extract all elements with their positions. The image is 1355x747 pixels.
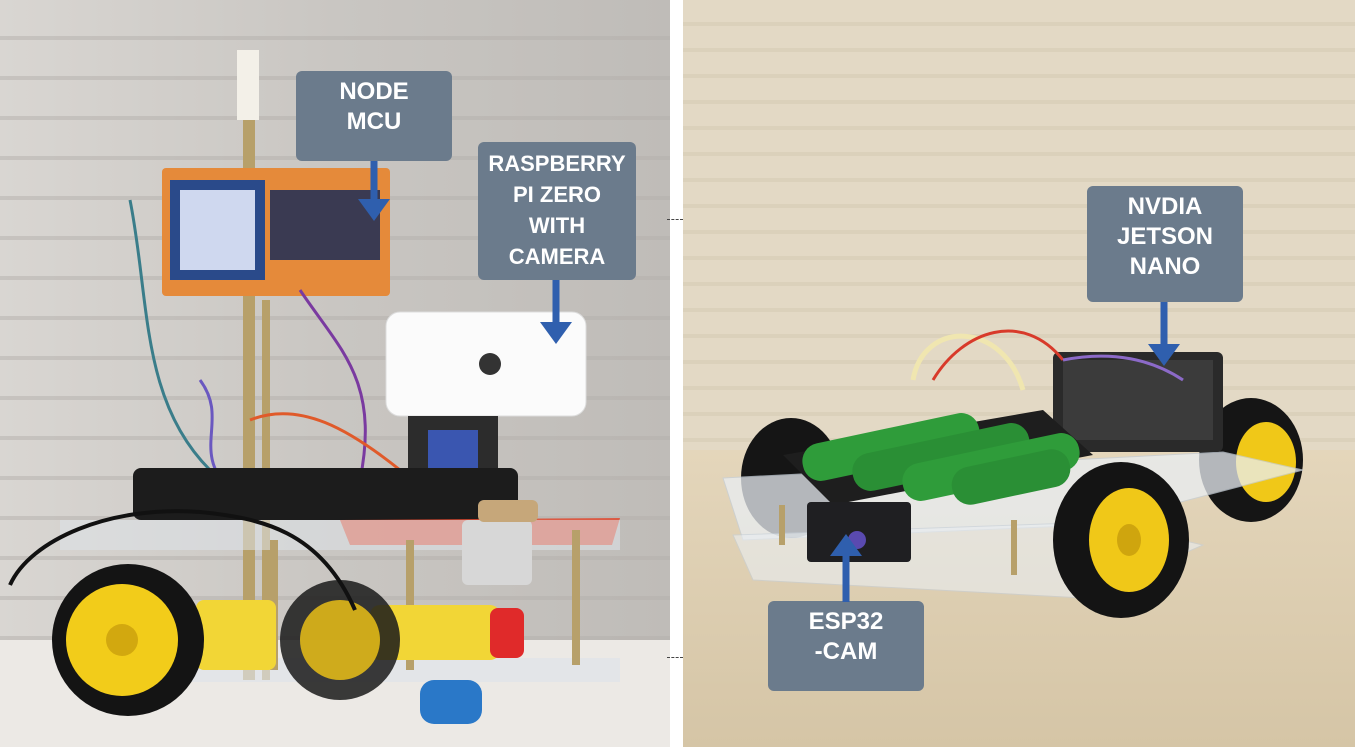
divider-tick-bottom bbox=[667, 657, 683, 658]
label-esp32-cam: ESP32 -CAM bbox=[768, 601, 924, 691]
label-node-mcu-line2: MCU bbox=[346, 108, 402, 135]
right-robot-illustration bbox=[683, 0, 1355, 747]
label-node-mcu: NODE MCU bbox=[296, 71, 452, 161]
label-jetson-nano: NVDIA JETSON NANO bbox=[1087, 186, 1243, 302]
right-robot-photo bbox=[683, 0, 1355, 747]
label-esp32-line1: ESP32 bbox=[808, 608, 884, 635]
label-raspberry-line1: RASPBERRY bbox=[488, 151, 626, 176]
label-esp32-line2: -CAM bbox=[814, 638, 878, 665]
arrow-jetson-nano bbox=[1148, 302, 1180, 366]
label-raspberry-line4: CAMERA bbox=[508, 244, 606, 269]
label-raspberry-line3: WITH bbox=[528, 213, 586, 238]
label-jetson-line2: JETSON bbox=[1116, 223, 1214, 250]
divider-tick-top bbox=[667, 219, 683, 220]
label-jetson-line1: NVDIA bbox=[1127, 193, 1203, 220]
arrow-raspberry-pi bbox=[540, 280, 572, 344]
label-node-mcu-line1: NODE bbox=[339, 78, 409, 105]
label-raspberry-pi-zero: RASPBERRY PI ZERO WITH CAMERA bbox=[478, 142, 636, 280]
label-jetson-line3: NANO bbox=[1129, 253, 1201, 280]
arrow-node-mcu bbox=[358, 161, 390, 221]
arrow-esp32-cam bbox=[830, 534, 862, 602]
label-raspberry-line2: PI ZERO bbox=[512, 182, 601, 207]
